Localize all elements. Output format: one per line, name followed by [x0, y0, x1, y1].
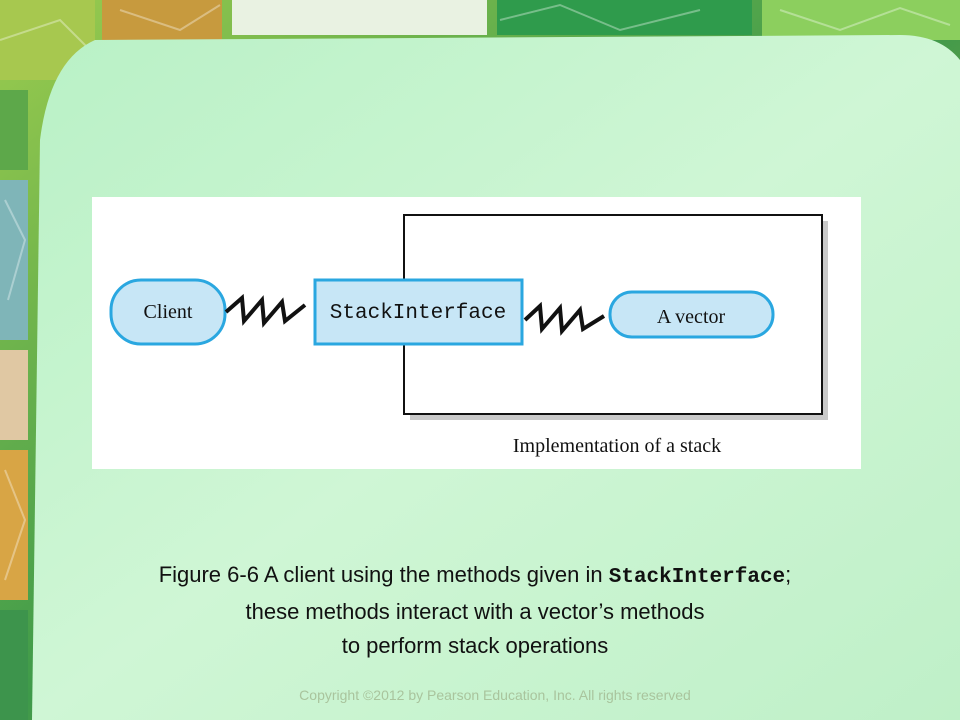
caption-prefix: Figure 6-6 A client using the methods gi… — [158, 562, 609, 587]
caption-suffix: ; — [785, 562, 792, 587]
caption-code: StackInterface — [608, 566, 786, 589]
interface-label: StackInterface — [330, 302, 506, 325]
stack-diagram: Client StackInterface A vector Implement… — [109, 214, 828, 457]
zigzag-connector-left — [224, 293, 307, 328]
stack-figure: Client StackInterface A vector Implement… — [92, 197, 861, 469]
vector-node — [608, 290, 775, 339]
implementation-label: Implementation of a stack — [513, 435, 721, 457]
figure-caption: Figure 6-6 A client using the methods gi… — [30, 558, 920, 663]
caption-line-1: Figure 6-6 A client using the methods gi… — [30, 558, 920, 595]
caption-line-3: to perform stack operations — [341, 633, 609, 658]
vector-label: A vector — [657, 306, 726, 328]
tile-veins — [0, 3, 951, 581]
client-node — [109, 278, 227, 346]
interface-node — [313, 278, 524, 346]
copyright-footer: Copyright ©2012 by Pearson Education, In… — [299, 687, 691, 703]
zigzag-connector-right — [523, 301, 606, 336]
client-label: Client — [144, 301, 193, 323]
caption-line-2: these methods interact with a vector’s m… — [245, 599, 705, 624]
